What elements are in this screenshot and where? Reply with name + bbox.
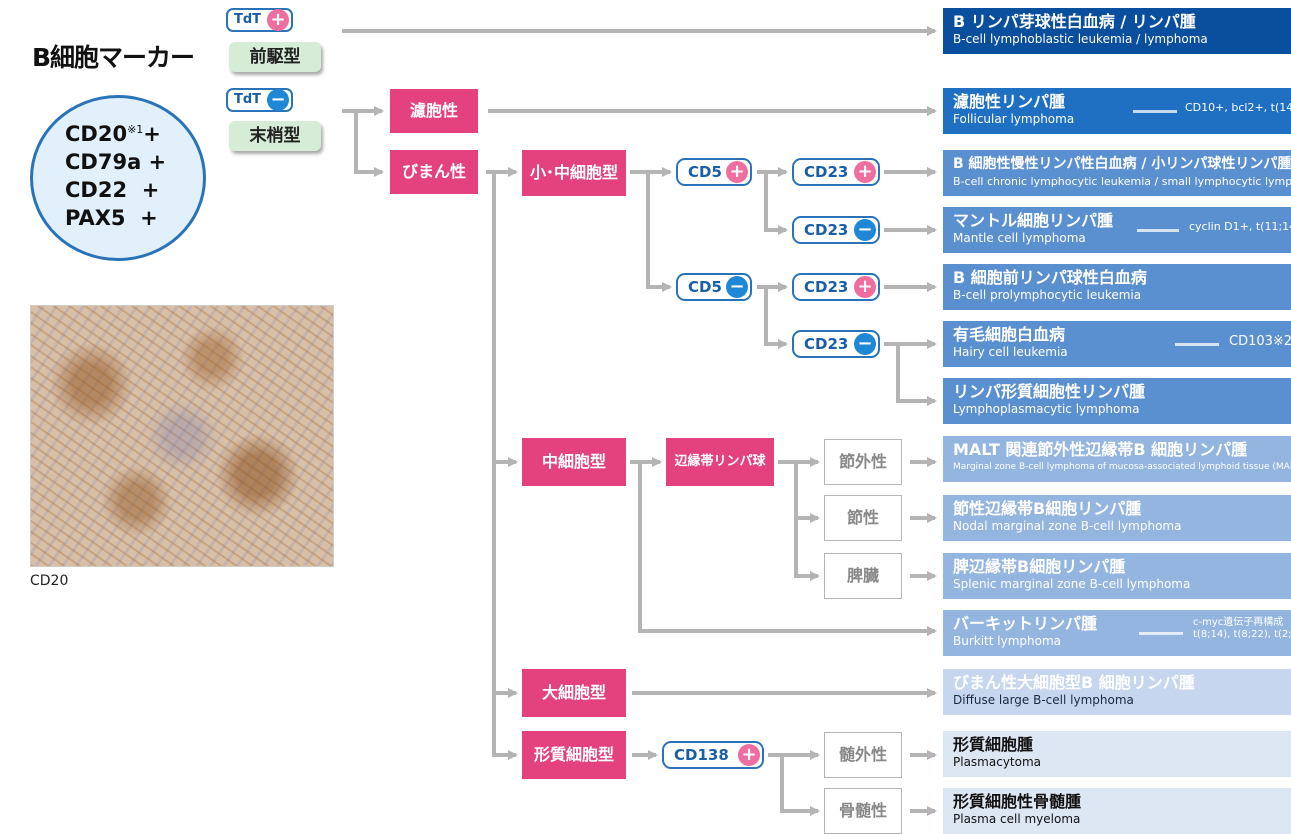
plasma-cell-box: 形質細胞型 [522, 731, 626, 779]
nodal-box: 節性 [824, 495, 902, 541]
cd20-stain-image [30, 305, 334, 567]
diagnosis-en: Follicular lymphoma [953, 112, 1075, 126]
diagnosis-jp: バーキットリンパ腫 [953, 614, 1098, 633]
diagnosis-cll-sll: B 細胞性慢性リンパ性白血病 / 小リンパ球性リンパ腫 B-cell chron… [943, 150, 1291, 196]
extramedullary-box: 髄外性 [824, 732, 902, 778]
note-divider [1175, 343, 1219, 346]
large-cell-box: 大細胞型 [522, 669, 626, 717]
plus-icon: + [854, 276, 876, 298]
diagnosis-jp: 形質細胞腫 [953, 735, 1034, 754]
diagnosis-jp: 形質細胞性骨髄腫 [953, 792, 1082, 811]
note-divider [1137, 229, 1179, 232]
cd138-positive-badge: CD138+ [662, 741, 764, 769]
minus-icon: − [267, 89, 290, 111]
diagnosis-plasma-cell-myeloma: 形質細胞性骨髄腫 Plasma cell myeloma [943, 788, 1291, 834]
note-divider [1133, 110, 1177, 113]
diagnosis-en: Mantle cell lymphoma [953, 231, 1086, 245]
tdt-negative-badge: TdT− [226, 88, 294, 112]
diagnosis-follicular: 濾胞性リンパ腫 Follicular lymphoma CD10+, bcl2+… [943, 88, 1291, 134]
marker-cd20: CD20※1+ [65, 122, 161, 146]
plus-icon: + [854, 161, 876, 183]
diagnosis-malt: MALT 関連節外性辺縁帯B 細胞リンパ腫 Marginal zone B-ce… [943, 436, 1291, 482]
diagnosis-jp: リンパ形質細胞性リンパ腫 [953, 382, 1146, 401]
plus-icon: + [726, 161, 748, 183]
marker-pax5: PAX5 + [65, 206, 158, 230]
diagnosis-en: Burkitt lymphoma [953, 634, 1062, 648]
diagnosis-lymphoplasmacytic: リンパ形質細胞性リンパ腫 Lymphoplasmacytic lymphoma [943, 378, 1291, 424]
plus-icon: + [267, 9, 290, 31]
extranodal-box: 節外性 [824, 439, 902, 485]
cd23-positive-badge-2: CD23+ [792, 273, 880, 301]
diagnosis-en: Diffuse large B-cell lymphoma [953, 693, 1134, 707]
diagnosis-note: c-myc遺伝子再構成 [1193, 617, 1284, 628]
peripheral-type-box: 末梢型 [229, 121, 321, 151]
marginal-zone-lymphocyte-box: 辺縁帯リンパ球 [666, 438, 774, 486]
minus-icon: − [854, 219, 876, 241]
diagnosis-jp: B リンパ芽球性白血病 / リンパ腫 [953, 12, 1196, 31]
minus-icon: − [726, 276, 748, 298]
diagnosis-jp: マントル細胞リンパ腫 [953, 211, 1114, 230]
diagnosis-burkitt: バーキットリンパ腫 Burkitt lymphoma c-myc遺伝子再構成 t… [943, 610, 1291, 656]
marker-cd22: CD22 + [65, 178, 160, 202]
diagnosis-dlbcl: びまん性大細胞型B 細胞リンパ腫 Diffuse large B-cell ly… [943, 669, 1291, 715]
diagnosis-en: Plasma cell myeloma [953, 812, 1081, 826]
diagnosis-jp: B 細胞性慢性リンパ性白血病 / 小リンパ球性リンパ腫 [953, 156, 1291, 172]
note-divider [1139, 632, 1183, 635]
diagnosis-note: cyclin D1+, t(11;14) [1189, 220, 1291, 233]
page-title: B細胞マーカー [32, 43, 195, 72]
diagnosis-en: Plasmacytoma [953, 755, 1042, 769]
precursor-type-box: 前駆型 [229, 42, 321, 72]
diagnosis-en: B-cell chronic lymphocytic leukemia / sm… [953, 175, 1291, 188]
diagnosis-jp: 脾辺縁帯B細胞リンパ腫 [953, 557, 1126, 576]
diagnosis-jp: 濾胞性リンパ腫 [953, 92, 1066, 111]
diagnosis-en: Splenic marginal zone B-cell lymphoma [953, 577, 1191, 591]
diagnosis-hairy-cell: 有毛細胞白血病 Hairy cell leukemia CD103※2 [943, 321, 1291, 367]
spleen-box: 脾臓 [824, 553, 902, 599]
diagnosis-en: Hairy cell leukemia [953, 345, 1068, 359]
diagnosis-en: B-cell lymphoblastic leukemia / lymphoma [953, 32, 1208, 46]
marker-cd79a: CD79a + [65, 150, 167, 174]
diagnosis-note: CD103※2 [1229, 334, 1291, 349]
diagnosis-en: Nodal marginal zone B-cell lymphoma [953, 519, 1182, 533]
minus-icon: − [854, 333, 876, 355]
medium-cell-box: 中細胞型 [522, 438, 626, 486]
diagnosis-mantle-cell: マントル細胞リンパ腫 Mantle cell lymphoma cyclin D… [943, 207, 1291, 253]
diagnosis-jp: 有毛細胞白血病 [953, 325, 1066, 344]
diagnosis-b-lymphoblastic: B リンパ芽球性白血病 / リンパ腫 B-cell lymphoblastic … [943, 8, 1291, 54]
cd5-negative-badge: CD5− [676, 273, 752, 301]
diagnosis-jp: 節性辺縁帯B細胞リンパ腫 [953, 499, 1142, 518]
diagnosis-jp: MALT 関連節外性辺縁帯B 細胞リンパ腫 [953, 440, 1248, 459]
cd23-positive-badge-1: CD23+ [792, 158, 880, 186]
photo-caption: CD20 [30, 573, 69, 589]
diagnosis-jp: びまん性大細胞型B 細胞リンパ腫 [953, 673, 1195, 692]
plus-icon: + [738, 744, 760, 766]
follicular-pattern-box: 濾胞性 [390, 89, 478, 133]
diagnosis-en: Marginal zone B-cell lymphoma of mucosa-… [953, 462, 1291, 472]
diagnosis-en: B-cell prolymphocytic leukemia [953, 288, 1142, 302]
cd5-positive-badge: CD5+ [676, 158, 752, 186]
cd23-negative-badge-1: CD23− [792, 216, 880, 244]
bone-marrow-box: 骨髄性 [824, 788, 902, 834]
diagnosis-note-2: t(8;14), t(8;22), t(2;8) [1193, 629, 1291, 640]
diagnosis-prolymphocytic: B 細胞前リンパ球性白血病 B-cell prolymphocytic leuk… [943, 264, 1291, 310]
cd23-negative-badge-2: CD23− [792, 330, 880, 358]
diagnosis-jp: B 細胞前リンパ球性白血病 [953, 268, 1147, 287]
diagnosis-en: Lymphoplasmacytic lymphoma [953, 402, 1140, 416]
diagnosis-nodal-marginal: 節性辺縁帯B細胞リンパ腫 Nodal marginal zone B-cell … [943, 495, 1291, 541]
diagnosis-splenic-marginal: 脾辺縁帯B細胞リンパ腫 Splenic marginal zone B-cell… [943, 553, 1291, 599]
small-medium-cell-box: 小･中細胞型 [522, 150, 626, 196]
diagnosis-plasmacytoma: 形質細胞腫 Plasmacytoma [943, 731, 1291, 777]
diffuse-pattern-box: びまん性 [390, 150, 478, 194]
b-cell-marker-circle: CD20※1+ CD79a + CD22 + PAX5 + [30, 95, 206, 261]
diagnosis-note: CD10+, bcl2+, t(14;18) [1185, 101, 1291, 114]
tdt-positive-badge: TdT+ [226, 8, 294, 32]
